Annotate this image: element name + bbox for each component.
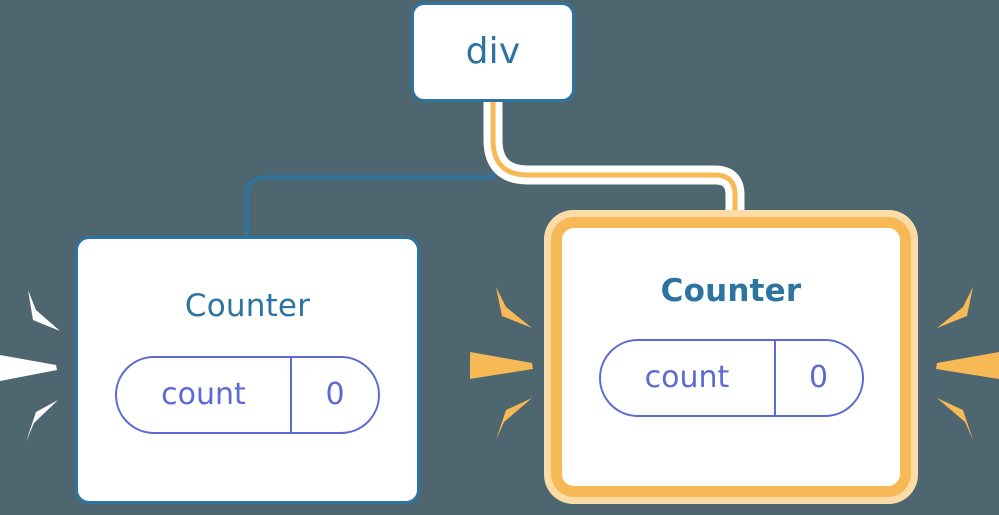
- edge-div-to-left-counter: [245, 101, 495, 236]
- node-counter-right-title: Counter: [660, 273, 802, 309]
- state-pill-right[interactable]: count 0: [598, 339, 864, 417]
- state-pill-left-value: 0: [325, 377, 345, 412]
- state-pill-left[interactable]: count 0: [115, 356, 380, 434]
- node-counter-left[interactable]: Counter count 0: [75, 236, 420, 504]
- state-pill-right-value: 0: [808, 360, 829, 395]
- edge-div-to-right-counter-halo: [483, 101, 745, 228]
- node-div-title: div: [465, 31, 521, 72]
- state-pill-left-key: count: [117, 358, 292, 432]
- node-counter-left-title: Counter: [184, 288, 311, 324]
- state-pill-right-key: count: [601, 341, 776, 415]
- edge-div-to-right-counter: [490, 101, 738, 228]
- node-div[interactable]: div: [411, 2, 575, 102]
- node-counter-right[interactable]: Counter count 0: [562, 228, 900, 486]
